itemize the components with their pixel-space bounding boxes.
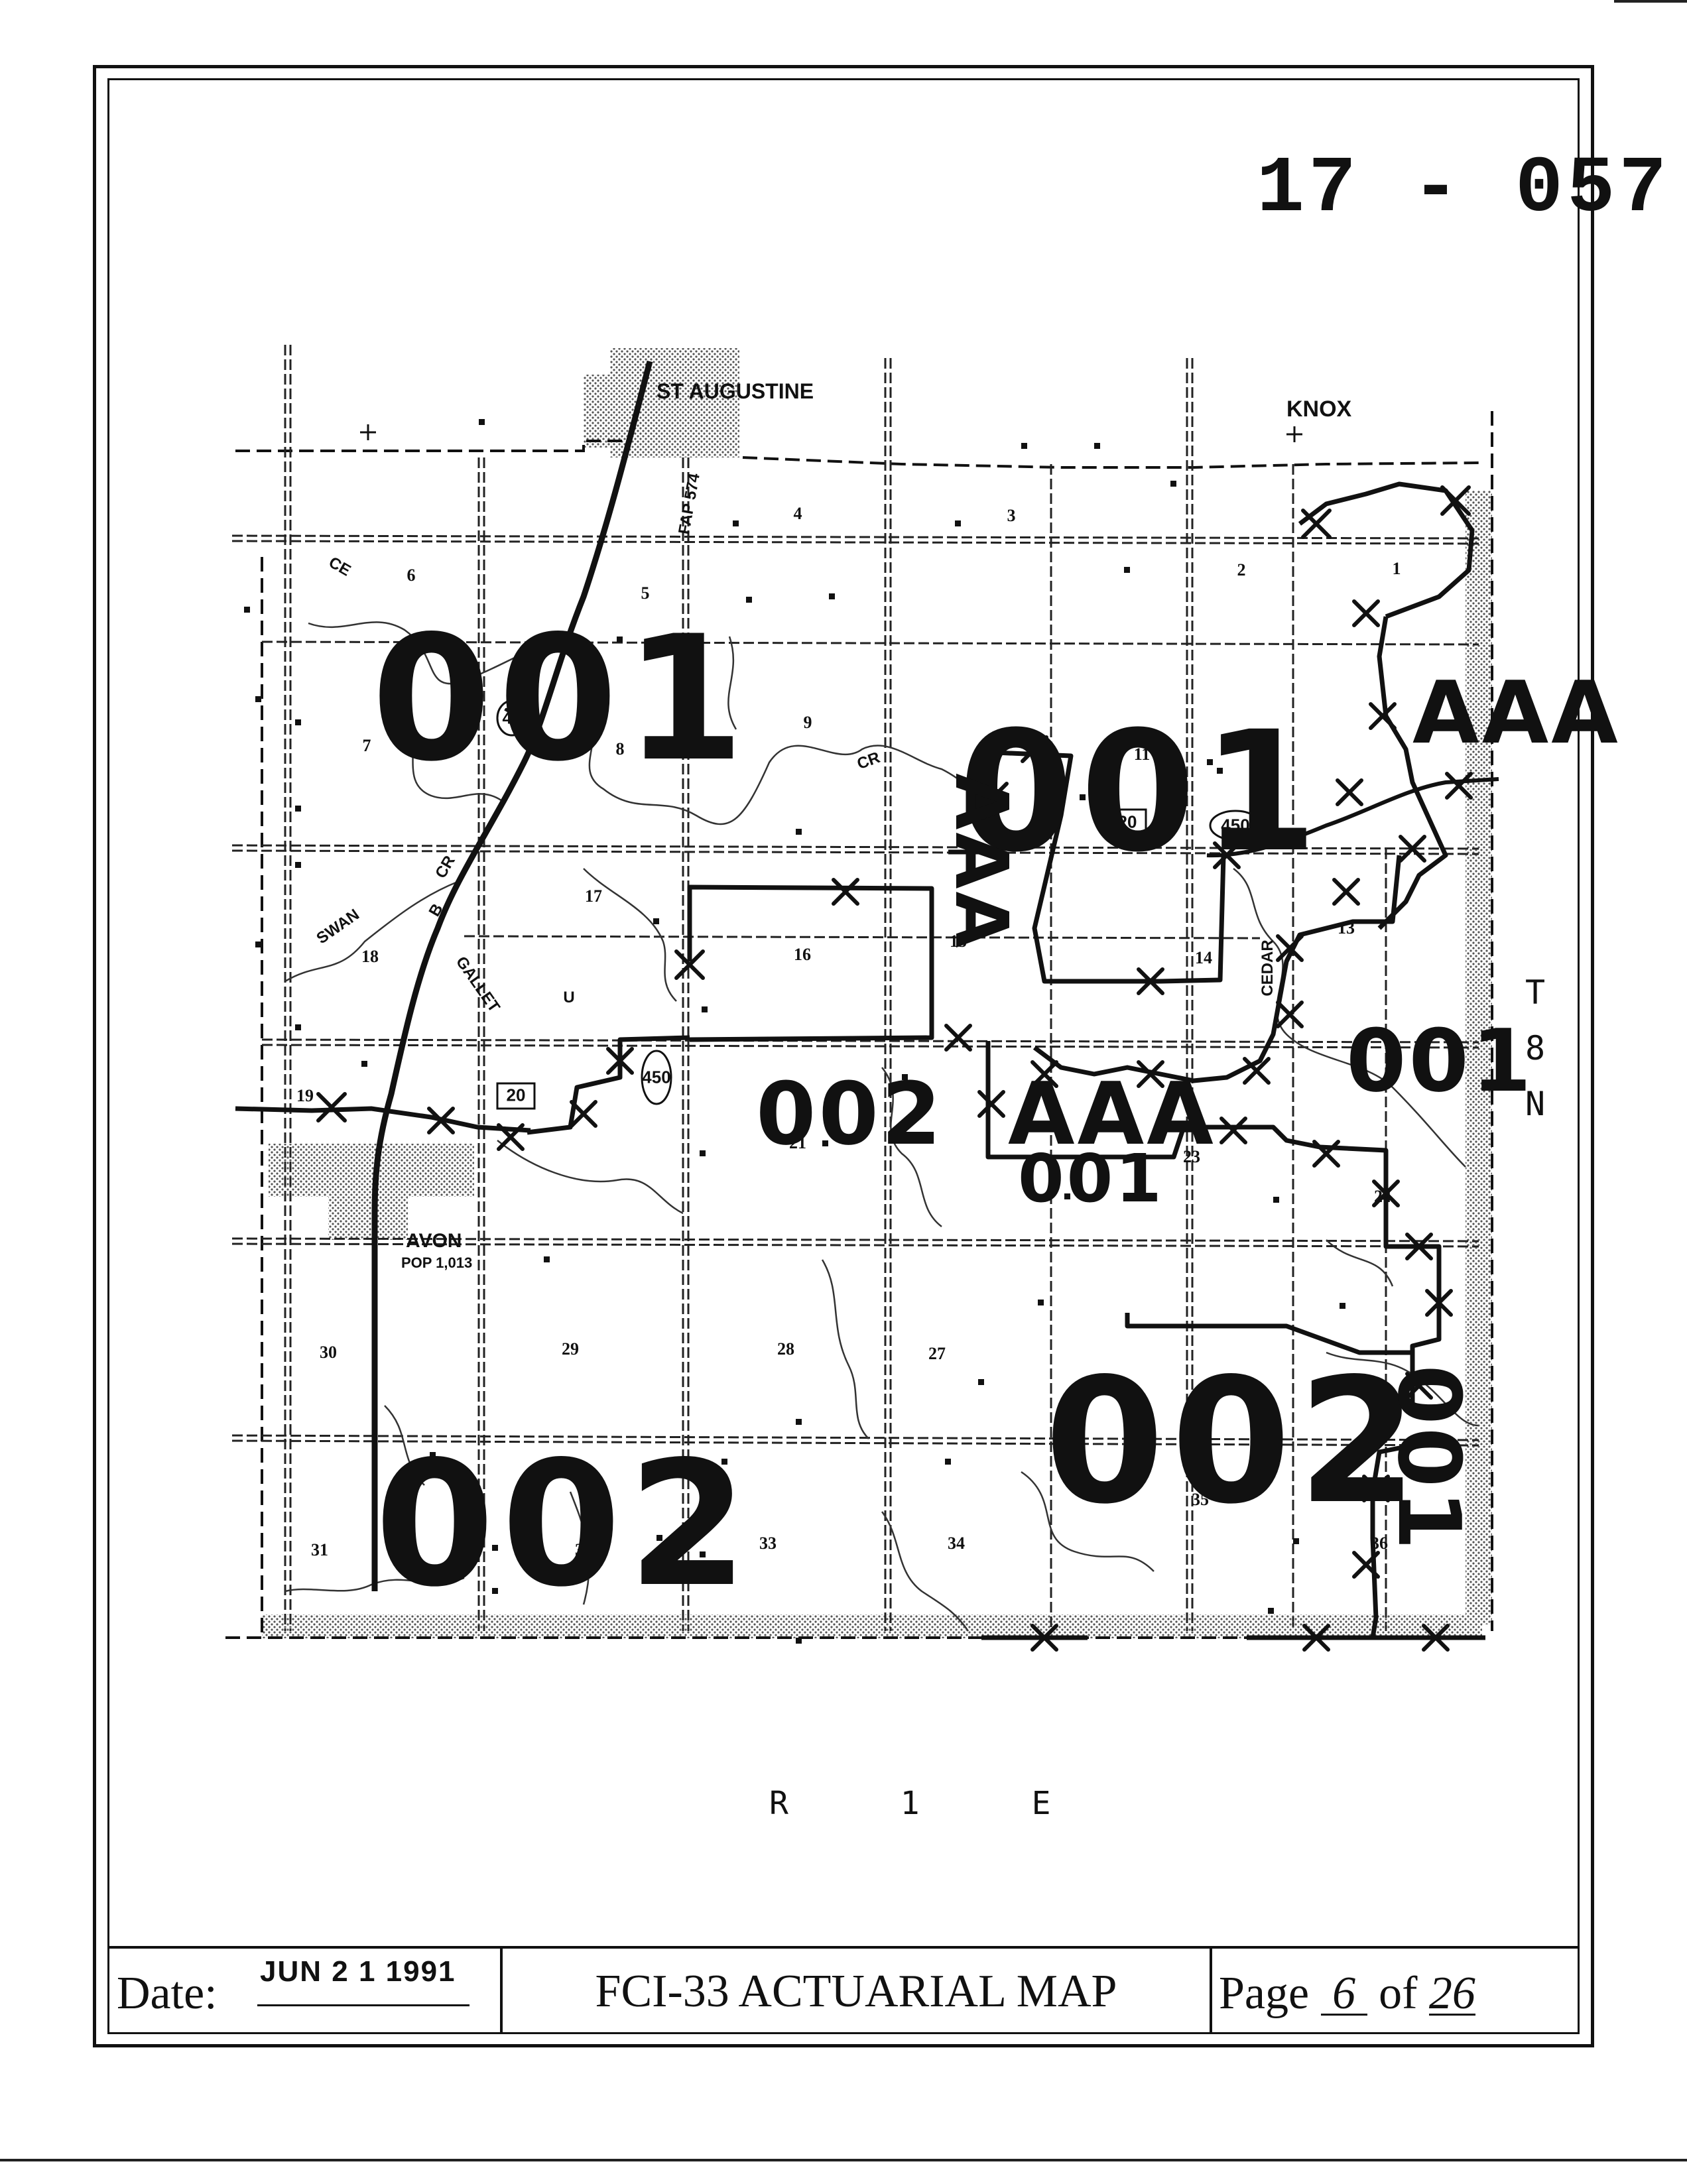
zone-label-rotated: 001 bbox=[1379, 1365, 1479, 1553]
date-underline bbox=[257, 2004, 469, 2006]
section-number: 36 bbox=[1371, 1534, 1388, 1553]
section-number: 3 bbox=[1007, 506, 1016, 525]
section-number: 21 bbox=[789, 1133, 806, 1152]
section-number: 10 bbox=[983, 736, 1000, 755]
zone-label: 001 bbox=[1018, 1140, 1164, 1217]
zone-label: 002 bbox=[1044, 1342, 1424, 1542]
section-number: 31 bbox=[311, 1540, 328, 1559]
road-number: 450 bbox=[1221, 815, 1250, 835]
page-cell: Page 6 of 26 bbox=[1212, 1949, 1580, 2034]
township-t: T bbox=[1525, 973, 1546, 1012]
section-number: 28 bbox=[777, 1339, 794, 1359]
section-number: 27 bbox=[928, 1344, 946, 1363]
road-number: 20 bbox=[506, 1085, 526, 1105]
scan-corner-line bbox=[1614, 0, 1687, 3]
place-knox: KNOX bbox=[1286, 396, 1352, 422]
section-number: 18 bbox=[361, 947, 379, 966]
map-title: FCI-33 ACTUARIAL MAP bbox=[503, 1949, 1212, 2034]
building-dots bbox=[244, 419, 1345, 1644]
section-number: 26 bbox=[1200, 1384, 1217, 1404]
township-label: T 8 N bbox=[1515, 965, 1555, 1132]
stippled-areas bbox=[262, 348, 1492, 1638]
outer-frame bbox=[93, 65, 1594, 2047]
section-number: 4 bbox=[793, 504, 802, 523]
section-number: 25 bbox=[1374, 1397, 1391, 1416]
road-number: 450 bbox=[642, 1067, 671, 1087]
page-text: Page 6 of 26 bbox=[1219, 1967, 1475, 2020]
road-number: 20 bbox=[1117, 812, 1137, 832]
section-number: 23 bbox=[1183, 1147, 1200, 1166]
section-number: 13 bbox=[1338, 918, 1355, 938]
section-number: 7 bbox=[362, 736, 371, 755]
section-grid bbox=[231, 345, 1479, 1631]
section-number: 5 bbox=[641, 583, 650, 603]
page-of: of bbox=[1379, 1968, 1418, 2019]
section-number: 17 bbox=[585, 886, 602, 906]
page-label: Page bbox=[1219, 1968, 1310, 2019]
section-number: 15 bbox=[950, 932, 967, 951]
road-number: 41 bbox=[502, 707, 522, 728]
creek-label: U bbox=[563, 989, 575, 1006]
road-shields bbox=[496, 699, 1262, 1110]
page-total: 26 bbox=[1428, 1968, 1475, 2019]
zone-label: 001 bbox=[1346, 1010, 1534, 1111]
section-number: 29 bbox=[562, 1339, 579, 1359]
inner-frame bbox=[107, 78, 1580, 2034]
date-cell: Date: JUN 2 1 1991 bbox=[107, 1949, 503, 2034]
section-number: 35 bbox=[1192, 1490, 1209, 1509]
section-number: 9 bbox=[803, 713, 812, 732]
section-number: 32 bbox=[575, 1540, 592, 1559]
section-number: 24 bbox=[1374, 1187, 1391, 1206]
date-label: Date: bbox=[117, 1968, 218, 2019]
knox-marker-icon bbox=[360, 424, 1302, 442]
section-number: 8 bbox=[615, 739, 625, 758]
zone-label: 002 bbox=[756, 1063, 944, 1164]
date-stamp: JUN 2 1 1991 bbox=[260, 1955, 456, 1988]
range-label: R 1 E bbox=[769, 1785, 1097, 1822]
scan-edge-line bbox=[0, 2159, 1687, 2161]
boundary-x-markers bbox=[316, 485, 1473, 1652]
section-number: 34 bbox=[948, 1534, 965, 1553]
zone-label: AAA bbox=[1412, 662, 1621, 763]
zone-label: 001 bbox=[958, 696, 1324, 888]
section-number: 19 bbox=[296, 1086, 314, 1105]
township-8: 8 bbox=[1525, 1029, 1546, 1067]
zone-label: 002 bbox=[375, 1425, 755, 1625]
creek-label: CEDAR bbox=[1259, 940, 1277, 997]
section-number: 16 bbox=[794, 945, 811, 964]
section-number: 11 bbox=[1133, 745, 1151, 764]
section-number: 6 bbox=[406, 566, 416, 585]
place-avon-pop: POP 1,013 bbox=[401, 1254, 473, 1271]
map-number: 17 - 057 bbox=[1257, 145, 1671, 235]
zone-label-rotated: AAA bbox=[939, 773, 1024, 951]
zone-label: AAA bbox=[1008, 1063, 1216, 1164]
title-block: Date: JUN 2 1 1991 FCI-33 ACTUARIAL MAP … bbox=[107, 1946, 1580, 2034]
section-number: 1 bbox=[1392, 559, 1401, 578]
section-number: 30 bbox=[320, 1343, 337, 1362]
section-number: 2 bbox=[1237, 560, 1246, 579]
zone-boundaries bbox=[527, 481, 1485, 1640]
township-n: N bbox=[1525, 1085, 1546, 1123]
zone-label: 001 bbox=[371, 599, 751, 800]
page-current: 6 bbox=[1320, 1971, 1367, 2017]
section-number: 33 bbox=[759, 1534, 777, 1553]
place-avon: AVON bbox=[406, 1230, 462, 1252]
creeks bbox=[284, 621, 1479, 1632]
section-number: 14 bbox=[1195, 948, 1212, 967]
place-st-augustine: ST AUGUSTINE bbox=[656, 379, 814, 403]
